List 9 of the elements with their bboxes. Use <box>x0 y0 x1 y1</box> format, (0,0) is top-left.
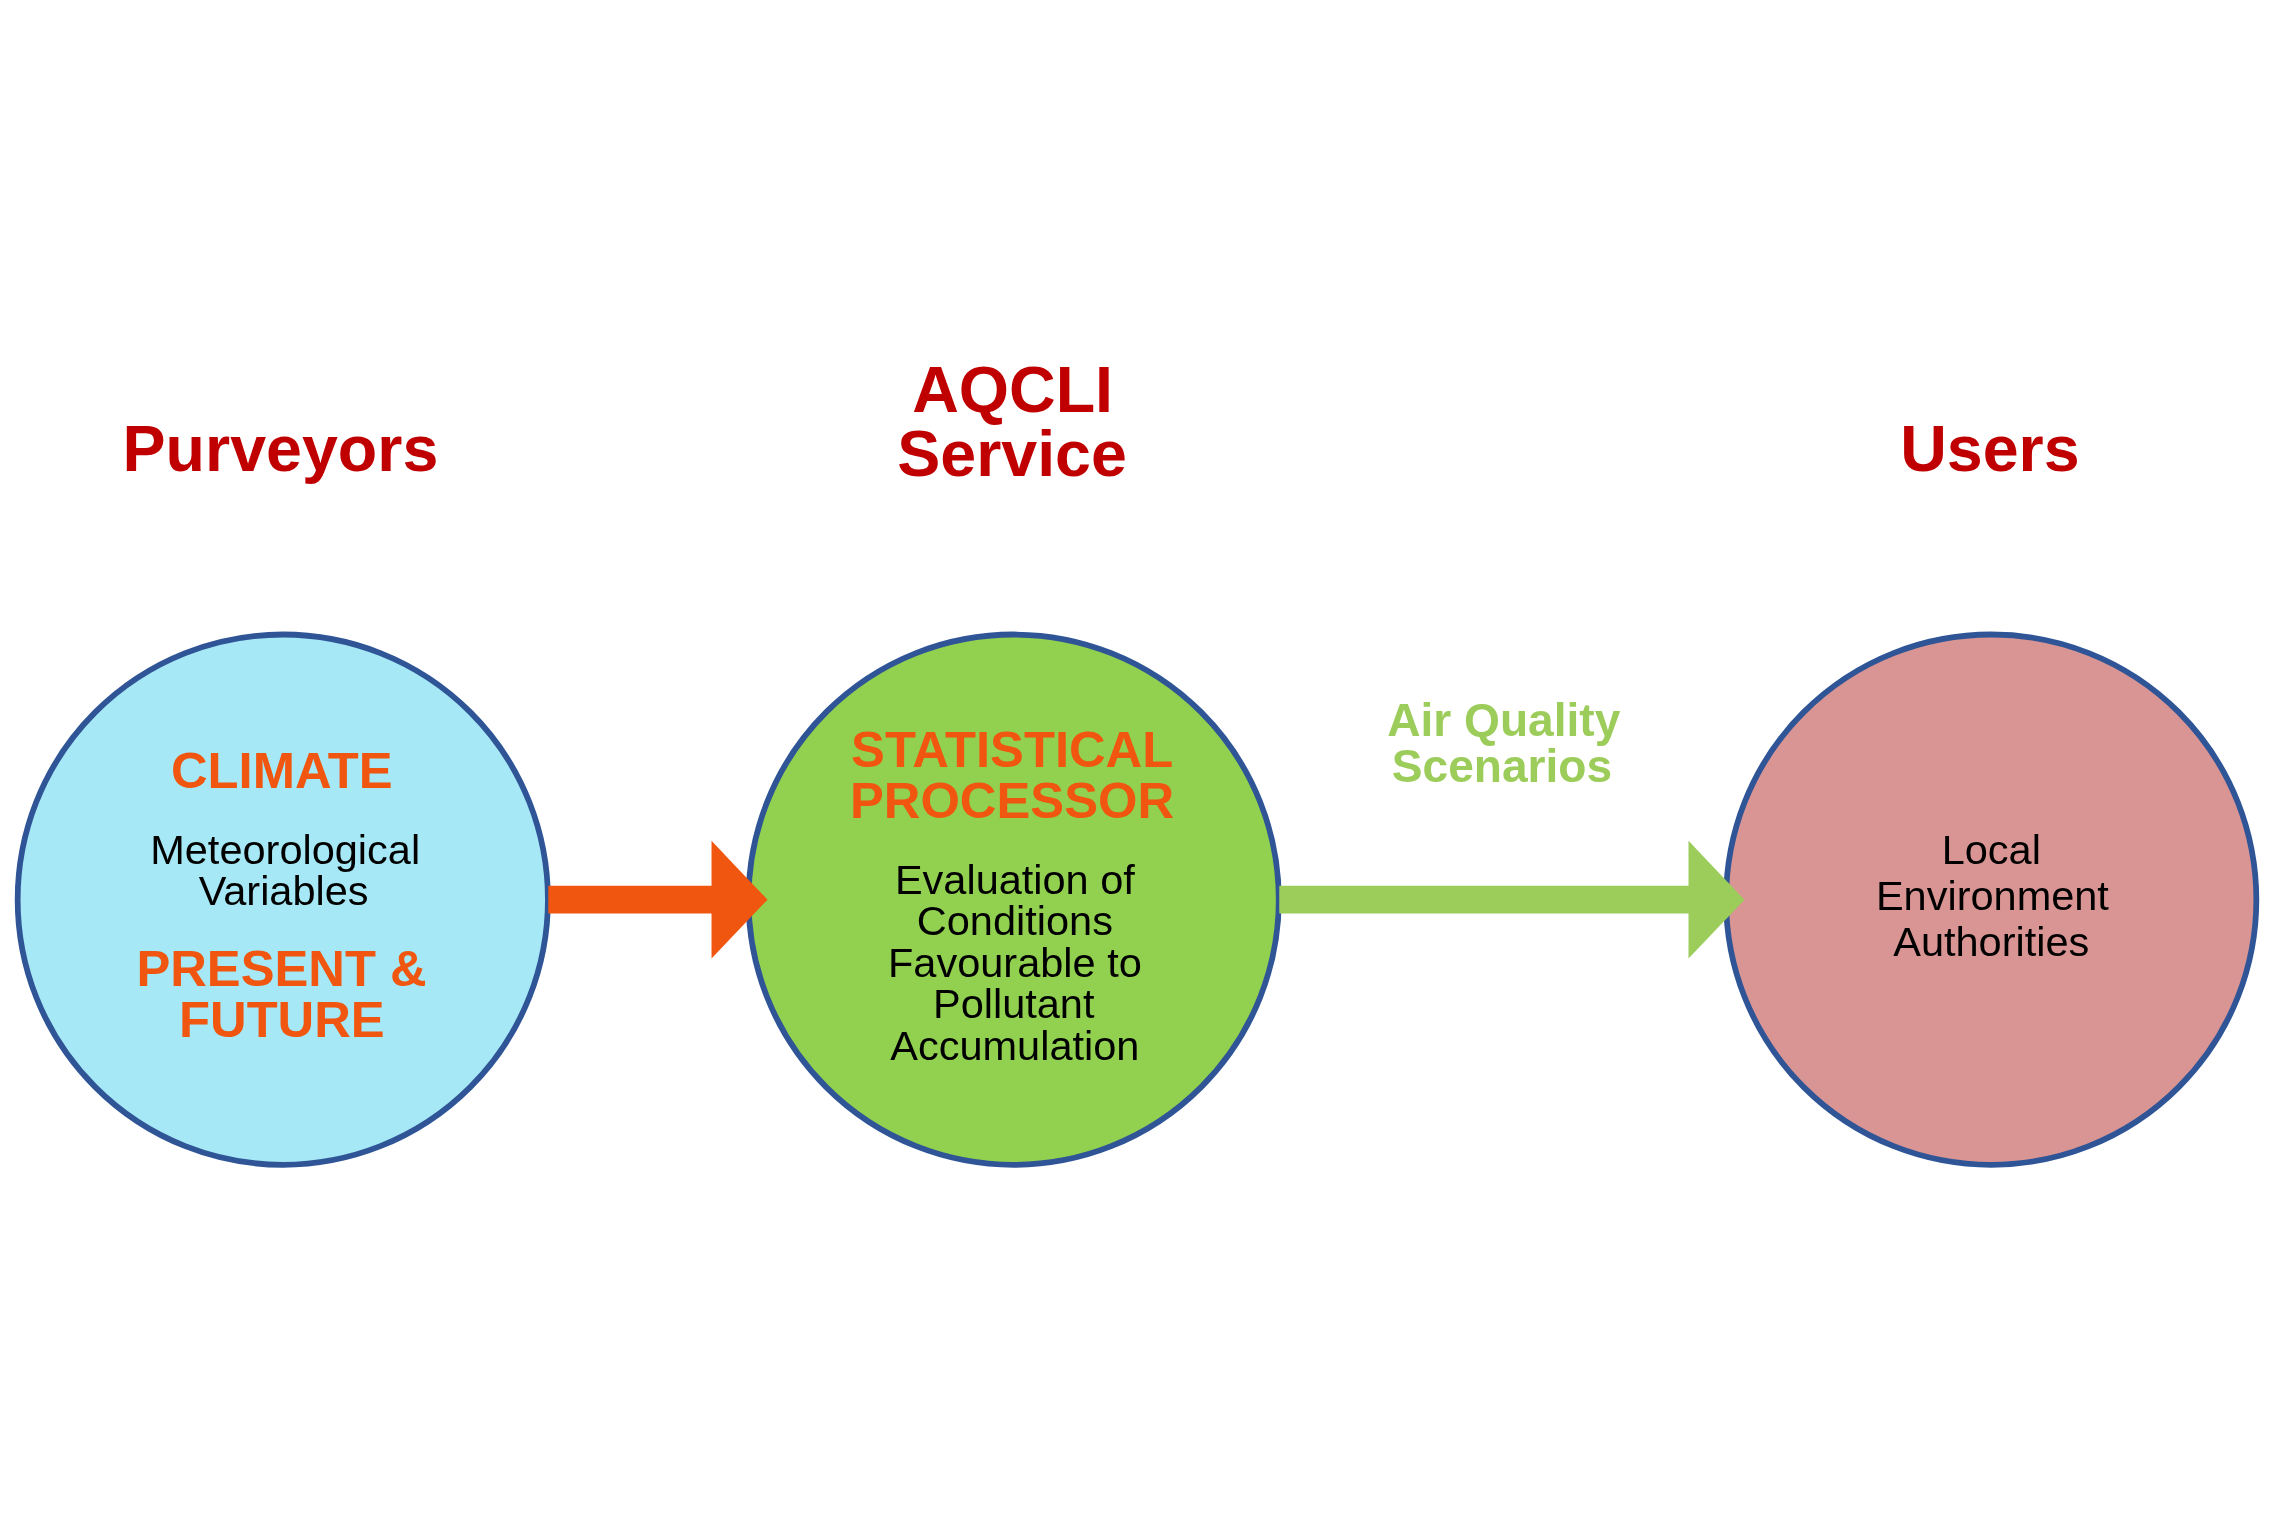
node-circle: STATISTICAL PROCESSOR Evaluation of Conditions Favourable to Pollutant Accumulation <box>745 631 1282 1168</box>
arrow <box>1279 840 1745 959</box>
node-circle: CLIMATE Meteorological Variables PRESENT & FUTURE <box>14 631 551 1168</box>
node-label: AQCLI Service <box>897 353 1127 491</box>
edge-label: Air Quality Scenarios <box>1387 693 1621 793</box>
node-circle: Local Environment Authorities <box>1723 631 2260 1168</box>
arrow <box>548 840 768 959</box>
node-label: Users <box>1900 412 2080 485</box>
node-label: Purveyors <box>122 412 439 485</box>
